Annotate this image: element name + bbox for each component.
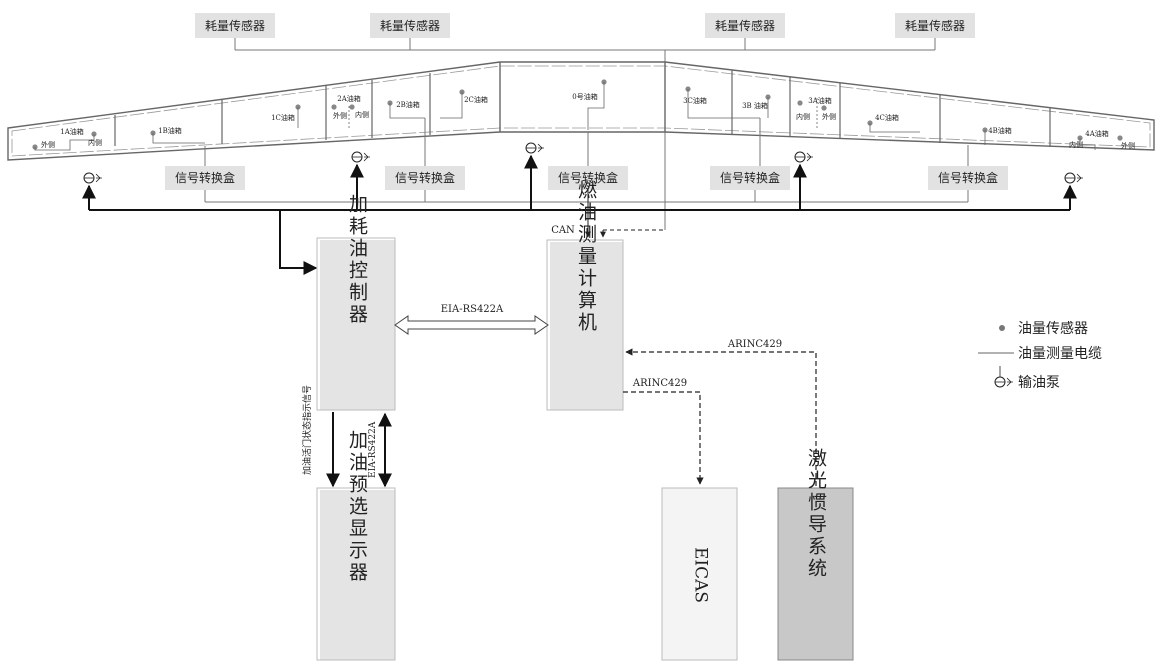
tank-3b: 3B 油箱	[742, 94, 771, 118]
pump-icon	[525, 142, 545, 154]
eicas-label: EICAS	[691, 547, 711, 603]
tank-4b: 4B油箱	[982, 126, 1012, 145]
svg-text:信号转换盒: 信号转换盒	[395, 170, 455, 185]
tank-3c: 3C油箱	[683, 86, 760, 119]
legend-pump: 输油泵	[1018, 375, 1060, 391]
refuel-controller-block: 加耗油控制器	[316, 194, 396, 411]
svg-text:内侧: 内侧	[355, 110, 369, 119]
legend: 油量传感器 油量测量电缆 输油泵	[978, 320, 1102, 391]
ins-label: 激光惯导系统	[805, 448, 827, 580]
svg-text:外侧: 外侧	[41, 140, 55, 149]
pump-icon	[1064, 172, 1084, 184]
wing-outline	[7, 61, 1155, 161]
eicas-block: EICAS	[661, 487, 738, 661]
svg-text:3B 油箱: 3B 油箱	[742, 101, 768, 110]
svg-text:耗量传感器: 耗量传感器	[715, 18, 775, 33]
tank-1a: 1A油箱 外侧 内侧	[32, 127, 102, 151]
svg-text:信号转换盒: 信号转换盒	[175, 170, 235, 185]
signal-converter-3: 信号转换盒	[548, 166, 628, 190]
tank-0: 0号油箱	[572, 79, 607, 130]
signal-converter-5: 信号转换盒	[928, 166, 1008, 190]
controller-display-links: 加油活门状态指示信号 EIA-RS422A	[301, 385, 392, 488]
svg-text:耗量传感器: 耗量传感器	[205, 18, 265, 33]
svg-text:信号转换盒: 信号转换盒	[720, 170, 780, 185]
svg-text:4B油箱: 4B油箱	[988, 126, 1012, 135]
svg-text:信号转换盒: 信号转换盒	[938, 170, 998, 185]
rs422-horizontal-label: EIA-RS422A	[441, 304, 504, 315]
signal-converter-1: 信号转换盒	[165, 166, 245, 190]
consumption-sensor-box-1: 耗量传感器	[195, 13, 275, 38]
fuel-computer-block: 燃油测量计算机	[546, 180, 624, 411]
sensor-dot-icon	[999, 325, 1005, 331]
consumption-sensor-box-4: 耗量传感器	[895, 13, 975, 38]
pump-icon	[351, 151, 371, 163]
pump-icon	[794, 151, 814, 163]
svg-text:外侧: 外侧	[333, 111, 347, 120]
tank-3a: 3A油箱 内侧 外侧	[796, 96, 836, 128]
rs422-bus-horizontal: EIA-RS422A	[394, 304, 549, 335]
can-link: CAN	[551, 190, 665, 238]
arinc-out-label: ARINC429	[632, 378, 687, 389]
svg-text:1B油箱: 1B油箱	[158, 126, 182, 135]
svg-text:1C油箱: 1C油箱	[271, 113, 295, 122]
svg-text:2C油箱: 2C油箱	[464, 95, 488, 104]
svg-text:2B油箱: 2B油箱	[396, 100, 420, 109]
rs422-vertical-label: EIA-RS422A	[368, 421, 378, 478]
tank-2a: 2A油箱 外侧 内侧	[331, 94, 369, 128]
ins-block: 激光惯导系统	[777, 448, 854, 661]
tank-1c: 1C油箱	[271, 104, 301, 128]
signal-converter-2: 信号转换盒	[385, 166, 465, 190]
preselect-display-label: 加油预选显示器	[346, 430, 368, 584]
fuel-computer-label: 燃油测量计算机	[575, 180, 597, 334]
svg-text:外侧: 外侧	[1121, 141, 1135, 150]
signal-converter-4: 信号转换盒	[710, 166, 790, 190]
pump-control-bus	[82, 154, 1077, 275]
svg-text:4C油箱: 4C油箱	[875, 113, 899, 122]
refuel-controller-label: 加耗油控制器	[346, 194, 368, 326]
pump-icon	[83, 172, 103, 184]
svg-text:4A油箱: 4A油箱	[1085, 129, 1109, 138]
tank-1b: 1B油箱	[150, 126, 205, 144]
svg-text:3A油箱: 3A油箱	[808, 96, 832, 105]
tank-2b: 2B油箱	[387, 100, 425, 119]
svg-text:耗量传感器: 耗量传感器	[380, 18, 440, 33]
svg-text:外侧: 外侧	[822, 112, 836, 121]
pump-legend-icon	[994, 376, 1014, 388]
legend-cable: 油量测量电缆	[1018, 346, 1102, 362]
svg-text:信号转换盒: 信号转换盒	[558, 170, 618, 185]
arinc-in-label: ARINC429	[727, 339, 782, 350]
svg-text:内侧: 内侧	[88, 138, 102, 147]
signal-converters: 信号转换盒 信号转换盒 信号转换盒 信号转换盒 信号转换盒	[165, 118, 1008, 203]
svg-text:内侧: 内侧	[1069, 140, 1083, 149]
svg-text:0号油箱: 0号油箱	[572, 92, 597, 101]
can-label: CAN	[551, 225, 575, 236]
tank-4c: 4C油箱	[867, 113, 920, 133]
preselect-display-block: 加油预选显示器	[316, 430, 396, 661]
legend-sensor: 油量传感器	[1018, 320, 1088, 337]
arinc-links: ARINC429 ARINC429	[623, 339, 817, 486]
svg-text:耗量传感器: 耗量传感器	[905, 18, 965, 33]
status-signal-label: 加油活门状态指示信号	[301, 385, 313, 475]
tank-4a: 4A油箱 内侧 外侧	[1069, 129, 1135, 150]
svg-text:内侧: 内侧	[796, 112, 810, 121]
svg-text:3C油箱: 3C油箱	[683, 96, 707, 105]
tank-2c: 2C油箱	[440, 89, 488, 119]
svg-text:2A油箱: 2A油箱	[337, 94, 361, 103]
consumption-sensor-box-3: 耗量传感器	[705, 13, 785, 38]
svg-text:1A油箱: 1A油箱	[60, 127, 84, 136]
consumption-sensor-box-2: 耗量传感器	[370, 13, 450, 38]
wing-tanks: 1A油箱 外侧 内侧 1B油箱 1C油箱 2A油箱 外侧 内侧	[32, 79, 1135, 151]
